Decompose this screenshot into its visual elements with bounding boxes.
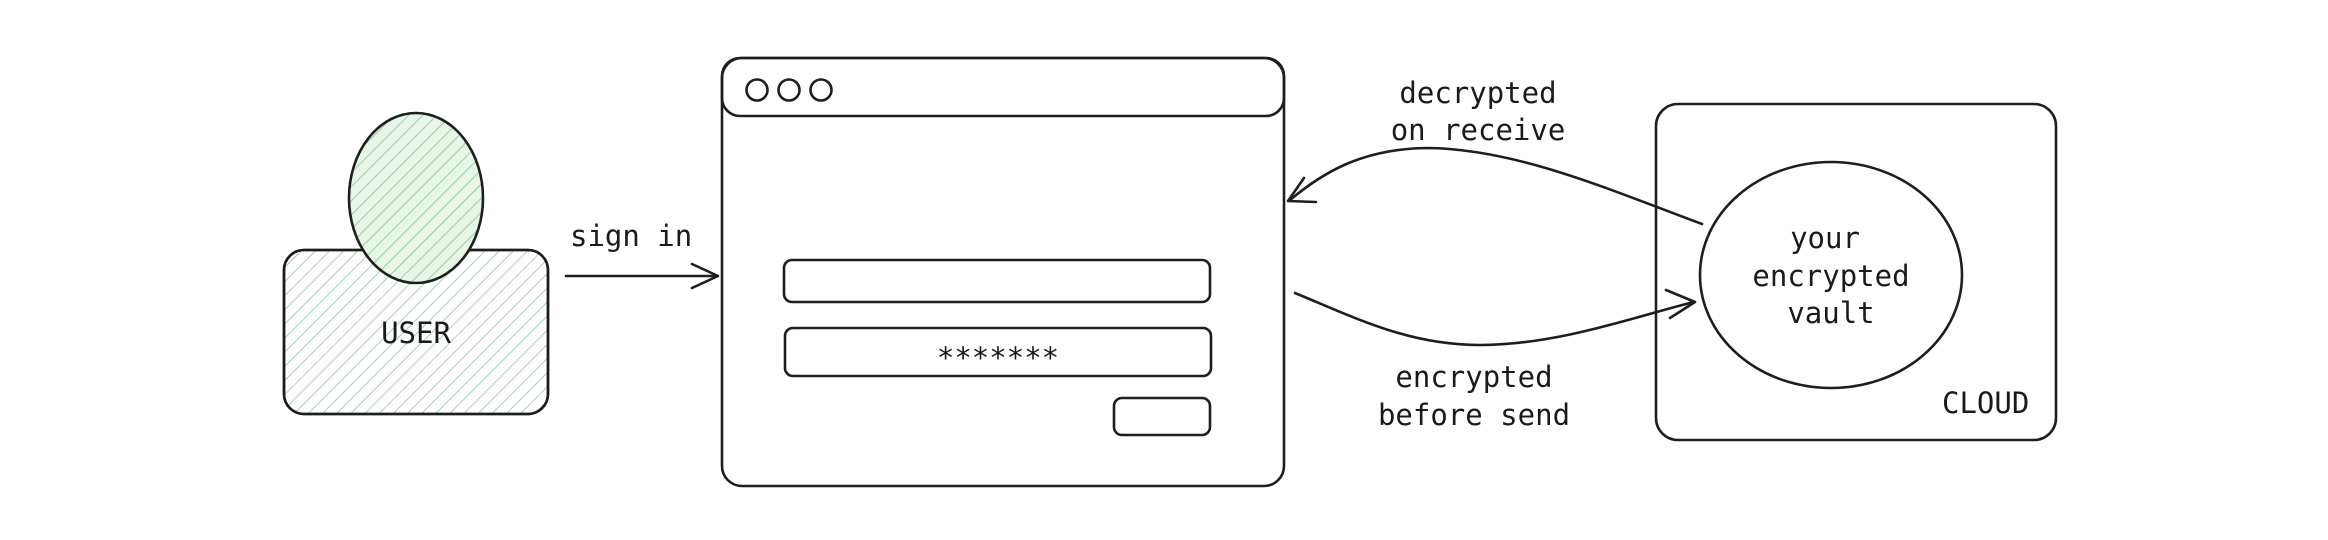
sign-in-label: sign in — [570, 219, 692, 253]
arrow-head-icon — [1664, 288, 1697, 320]
decrypted-arrow-curve — [1288, 146, 1704, 226]
browser-frame — [720, 56, 1286, 488]
user-body-hatch — [284, 250, 548, 414]
decrypted-label-line1: decrypted — [1399, 76, 1556, 110]
window-dot-icon — [777, 78, 801, 102]
cloud-label: CLOUD — [1942, 386, 2029, 420]
user-head-hatch — [349, 113, 483, 283]
user-figure: USER — [282, 111, 550, 416]
arrow-head-icon — [1286, 176, 1318, 204]
password-input[interactable] — [783, 326, 1213, 378]
vault-label-line1: your — [1790, 221, 1860, 255]
cloud-box: your encrypted vault CLOUD — [1654, 102, 2058, 442]
decrypted-label-line2: on receive — [1391, 113, 1566, 147]
encrypted-arrow: encrypted before send — [1293, 288, 1697, 432]
encrypted-label-line1: encrypted — [1395, 360, 1552, 394]
vault-label-line3: vault — [1787, 296, 1874, 330]
cloud-frame — [1654, 102, 2058, 442]
sign-in-arrow: sign in — [564, 219, 720, 290]
window-dot-icon — [809, 78, 833, 102]
user-head-outline — [347, 111, 485, 285]
encrypted-vault — [1698, 160, 1964, 390]
browser-titlebar — [720, 56, 1286, 118]
vault-label-line2: encrypted — [1752, 259, 1909, 293]
encrypted-arrow-curve — [1293, 291, 1696, 347]
encrypted-label-line2: before send — [1378, 398, 1570, 432]
browser-window: ******* — [720, 56, 1286, 488]
password-mask: ******* — [937, 341, 1059, 375]
username-input[interactable] — [782, 258, 1212, 304]
user-label: USER — [381, 316, 451, 350]
arrow-head-icon — [690, 262, 720, 290]
decrypted-arrow: decrypted on receive — [1286, 76, 1704, 226]
window-dot-icon — [745, 78, 769, 102]
submit-button[interactable] — [1112, 396, 1212, 437]
